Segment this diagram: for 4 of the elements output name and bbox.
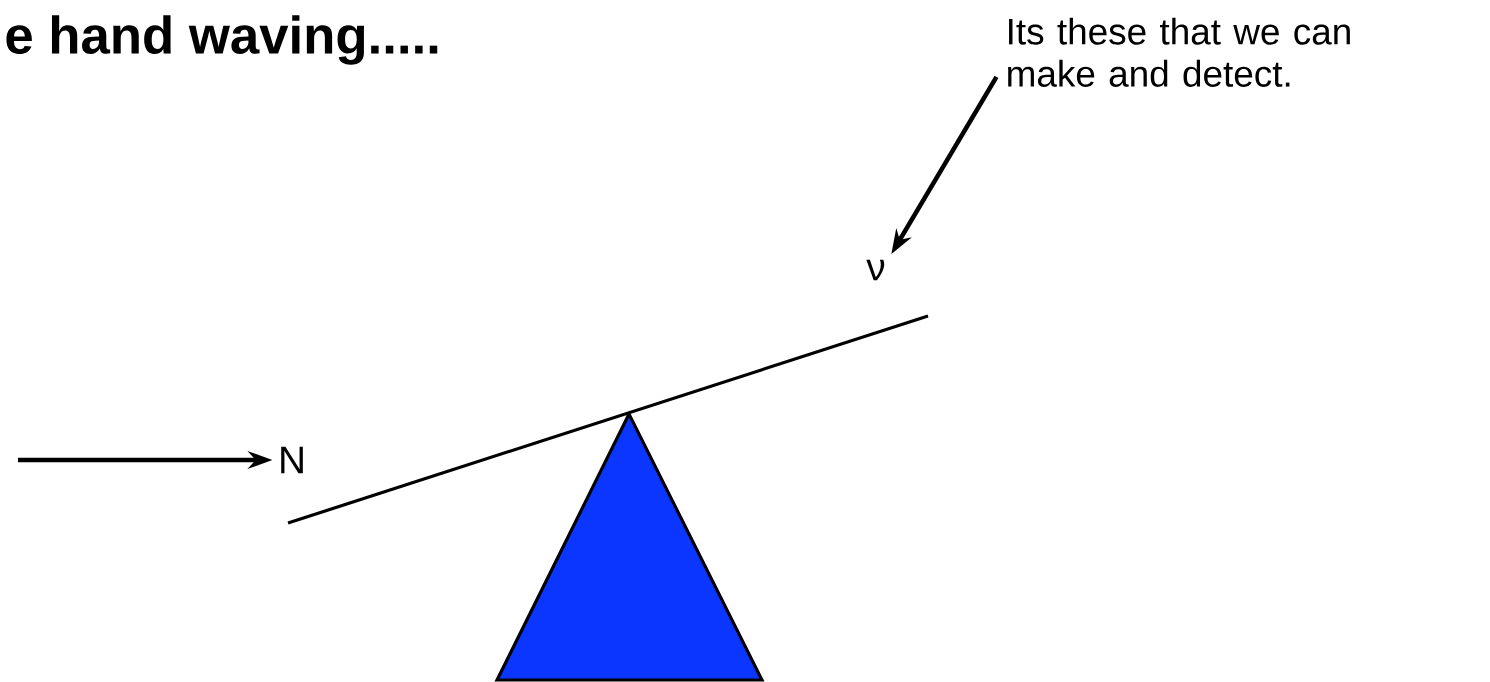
symbol-label: ν <box>866 259 885 281</box>
symbol-label: N <box>281 446 303 474</box>
annotation-text: Its these that we can make and detect. <box>1008 17 1350 87</box>
title: e hand waving..... <box>6 15 438 65</box>
